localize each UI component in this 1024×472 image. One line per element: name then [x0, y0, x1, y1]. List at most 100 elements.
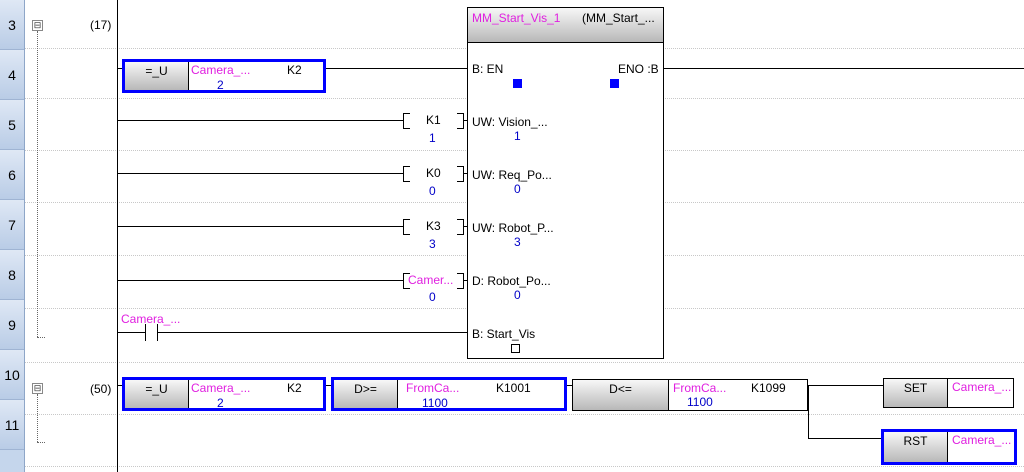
constant-value: K2 — [287, 381, 302, 395]
wire — [463, 280, 468, 281]
row-number[interactable]: 9 — [0, 300, 24, 350]
wire — [117, 173, 403, 174]
argument-current-value: 1 — [429, 131, 436, 145]
compare-greater-equal-block[interactable]: D>= FromCa... 1100 K1001 — [331, 377, 567, 411]
step-number: (50) — [90, 382, 112, 396]
argument-bracket-left — [403, 113, 410, 129]
wire — [808, 385, 809, 438]
wire — [117, 332, 145, 333]
wire — [157, 332, 468, 333]
rst-instruction[interactable]: RST Camera_... — [881, 429, 1017, 465]
row-number[interactable]: 10 — [0, 350, 24, 400]
fb-pin-en: B: EN — [472, 62, 504, 76]
step-number: (17) — [90, 18, 112, 32]
device-name: FromCa... — [673, 381, 727, 395]
tree-line — [37, 442, 45, 443]
fb-pin-value: 3 — [514, 235, 521, 249]
wire — [664, 68, 1024, 69]
constant-cell: K2 — [259, 380, 321, 408]
argument-current-value: 0 — [429, 184, 436, 198]
tree-line — [37, 394, 38, 442]
argument-bracket-left — [403, 273, 410, 289]
fb-pin-value: 1 — [514, 129, 521, 143]
wire — [463, 173, 468, 174]
wire — [117, 280, 403, 281]
left-power-rail — [117, 0, 118, 472]
device-cell: Camera_... 2 — [189, 62, 259, 92]
row-divider — [25, 414, 1024, 415]
argument-bracket-right — [457, 273, 464, 289]
device-value: 1100 — [422, 396, 448, 410]
collapse-toggle-icon[interactable]: ⊟ — [32, 383, 43, 394]
wire — [117, 226, 403, 227]
wire — [808, 438, 884, 439]
set-target-device: Camera_... — [952, 380, 1012, 394]
argument-value[interactable]: K3 — [426, 219, 441, 233]
eno-status-indicator — [610, 79, 619, 88]
compare-equal-block[interactable]: =_U Camera_... 2 K2 — [122, 59, 326, 93]
row-number[interactable]: 11 — [0, 400, 24, 450]
compare-operator: =_U — [125, 380, 189, 408]
device-name: Camera_... — [191, 381, 251, 395]
constant-cell: K1001 — [494, 380, 564, 408]
set-instruction[interactable]: SET Camera_... — [883, 378, 1014, 408]
fb-pin-input: UW: Req_Po... — [472, 168, 552, 182]
device-cell: FromCa... 1100 — [398, 380, 494, 410]
start-status-indicator — [511, 344, 520, 353]
row-number[interactable]: 6 — [0, 150, 24, 200]
argument-value[interactable]: K0 — [426, 166, 441, 180]
row-divider — [25, 466, 1024, 467]
row-number[interactable]: 5 — [0, 100, 24, 150]
device-name: Camera_... — [191, 63, 251, 77]
device-value: 1100 — [687, 395, 713, 409]
tree-line — [37, 337, 45, 338]
compare-operator: D>= — [334, 380, 398, 408]
argument-bracket-right — [457, 113, 464, 129]
fb-pin-start: B: Start_Vis — [472, 327, 536, 341]
fb-pin-eno: ENO :B — [618, 62, 659, 76]
wire — [326, 385, 332, 386]
fb-type-name: (MM_Start_... — [582, 11, 655, 25]
en-status-indicator — [513, 79, 522, 88]
compare-operator: =_U — [125, 62, 189, 90]
row-number[interactable]: 8 — [0, 250, 24, 300]
constant-value: K2 — [287, 63, 302, 77]
row-number[interactable]: 4 — [0, 50, 24, 100]
row-number[interactable]: 3 — [0, 0, 24, 50]
constant-value: K1099 — [751, 381, 786, 395]
device-name: FromCa... — [406, 381, 460, 395]
argument-value[interactable]: Camer... — [408, 273, 454, 287]
argument-value[interactable]: K1 — [426, 113, 441, 127]
argument-current-value: 0 — [429, 290, 436, 304]
fb-instance-name: MM_Start_Vis_1 — [472, 11, 561, 25]
wire — [463, 120, 468, 121]
row-number[interactable]: 7 — [0, 200, 24, 250]
fb-pin-input: D: Robot_Po... — [472, 274, 551, 288]
contact-device-label[interactable]: Camera_... — [121, 312, 181, 326]
wire — [117, 68, 123, 69]
constant-value: K1001 — [496, 381, 531, 395]
device-cell: FromCa... 1100 — [669, 380, 737, 410]
contact-symbol[interactable] — [145, 324, 146, 341]
collapse-toggle-icon[interactable]: ⊟ — [32, 20, 43, 31]
instruction-name: RST — [884, 432, 948, 462]
row-number-gutter: 3 4 5 6 7 8 9 10 11 — [0, 0, 25, 472]
wire — [326, 68, 467, 69]
device-cell: Camera_... 2 — [189, 380, 259, 410]
compare-operator: D<= — [573, 380, 669, 410]
fb-pin-value: 0 — [514, 182, 521, 196]
compare-equal-block[interactable]: =_U Camera_... 2 K2 — [122, 377, 326, 411]
argument-bracket-right — [457, 219, 464, 235]
wire — [463, 226, 468, 227]
wire — [567, 385, 573, 386]
instruction-name: SET — [884, 379, 948, 407]
fb-pin-input: UW: Robot_P... — [472, 221, 554, 235]
constant-cell: K1099 — [737, 380, 805, 410]
rst-target-device: Camera_... — [952, 433, 1012, 447]
constant-cell: K2 — [259, 62, 321, 90]
device-value: 2 — [217, 78, 224, 92]
fb-pin-value: 0 — [514, 288, 521, 302]
tree-line — [37, 31, 38, 337]
compare-less-equal-block[interactable]: D<= FromCa... 1100 K1099 — [572, 379, 808, 411]
function-block[interactable]: MM_Start_Vis_1 (MM_Start_... B: EN ENO :… — [467, 7, 664, 359]
